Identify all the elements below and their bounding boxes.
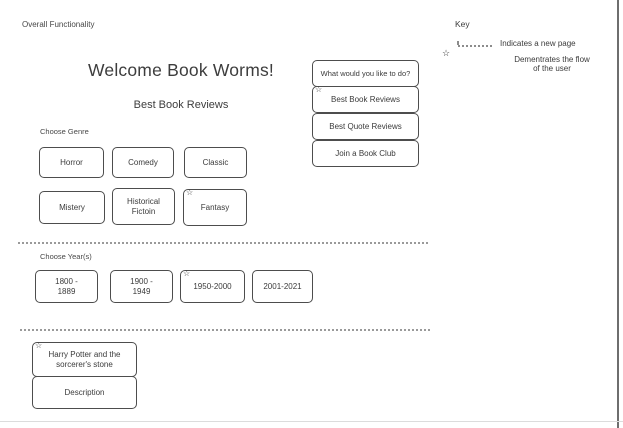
- menu-item-best-book-reviews[interactable]: ☆ Best Book Reviews: [312, 86, 419, 113]
- year-button-label: 2001-2021: [263, 281, 302, 291]
- genre-button-label: Historical Fictoin: [127, 196, 160, 216]
- book-title: Harry Potter and the sorcerer's stone: [48, 349, 121, 369]
- page-title: Overall Functionality: [22, 20, 95, 29]
- book-description-label: Description: [64, 387, 105, 397]
- genre-button-label: Horror: [60, 157, 83, 167]
- menu-prompt-label: What would you like to do?: [320, 68, 411, 78]
- star-icon: ☆: [186, 188, 194, 197]
- genre-button-horror[interactable]: Horror: [39, 147, 104, 178]
- genre-button-label: Classic: [202, 157, 229, 167]
- year-button-1800-1889[interactable]: 1800 - 1889: [35, 270, 98, 303]
- choose-years-label: Choose Year(s): [40, 252, 92, 261]
- year-button-1900-1949[interactable]: 1900 - 1949: [110, 270, 173, 303]
- genre-button-label: Comedy: [128, 157, 158, 167]
- star-icon: ☆: [442, 48, 451, 58]
- year-button-2001-2021[interactable]: 2001-2021: [252, 270, 313, 303]
- key-title: Key: [455, 19, 470, 29]
- genre-button-historical-fictoin[interactable]: Historical Fictoin: [112, 188, 175, 225]
- year-button-label: 1800 - 1889: [55, 276, 78, 296]
- year-button-label: 1950-2000: [193, 281, 232, 291]
- year-button-1950-2000[interactable]: ☆ 1950-2000: [180, 270, 245, 303]
- menu-item-label: Best Book Reviews: [331, 94, 400, 104]
- menu-item-best-quote-reviews[interactable]: Best Quote Reviews: [312, 113, 419, 140]
- book-description-card[interactable]: Description: [32, 376, 137, 409]
- dotted-line-icon: [458, 45, 492, 47]
- genre-button-label: Mistery: [59, 202, 85, 212]
- menu-item-join-a-book-club[interactable]: Join a Book Club: [312, 140, 419, 167]
- star-icon: ☆: [183, 269, 191, 278]
- genre-button-label: Fantasy: [200, 202, 230, 212]
- page-boundary-right: [617, 0, 619, 428]
- genre-button-comedy[interactable]: Comedy: [112, 147, 174, 178]
- genre-button-fantasy[interactable]: ☆ Fantasy: [183, 189, 247, 226]
- dotted-line-icon: [457, 41, 459, 45]
- page-boundary-bottom: [0, 421, 623, 422]
- genre-button-classic[interactable]: Classic: [184, 147, 247, 178]
- menu-item-label: Join a Book Club: [335, 148, 396, 158]
- section-heading-best-book-reviews: Best Book Reviews: [133, 99, 229, 111]
- key-dotted-meaning: Indicates a new page: [500, 39, 576, 48]
- year-button-label: 1900 - 1949: [130, 276, 153, 296]
- choose-genre-label: Choose Genre: [40, 127, 89, 136]
- new-page-separator: [20, 329, 430, 331]
- welcome-heading: Welcome Book Worms!: [88, 60, 274, 80]
- genre-button-mistery[interactable]: Mistery: [39, 191, 105, 224]
- new-page-separator: [18, 242, 428, 244]
- star-icon: ☆: [315, 85, 323, 94]
- book-result-card[interactable]: ☆ Harry Potter and the sorcerer's stone: [32, 342, 137, 377]
- key-star-meaning: Dementrates the flow of the user: [514, 55, 590, 73]
- star-icon: ☆: [35, 341, 43, 350]
- menu-prompt-box: What would you like to do?: [312, 60, 419, 87]
- menu-item-label: Best Quote Reviews: [329, 121, 402, 131]
